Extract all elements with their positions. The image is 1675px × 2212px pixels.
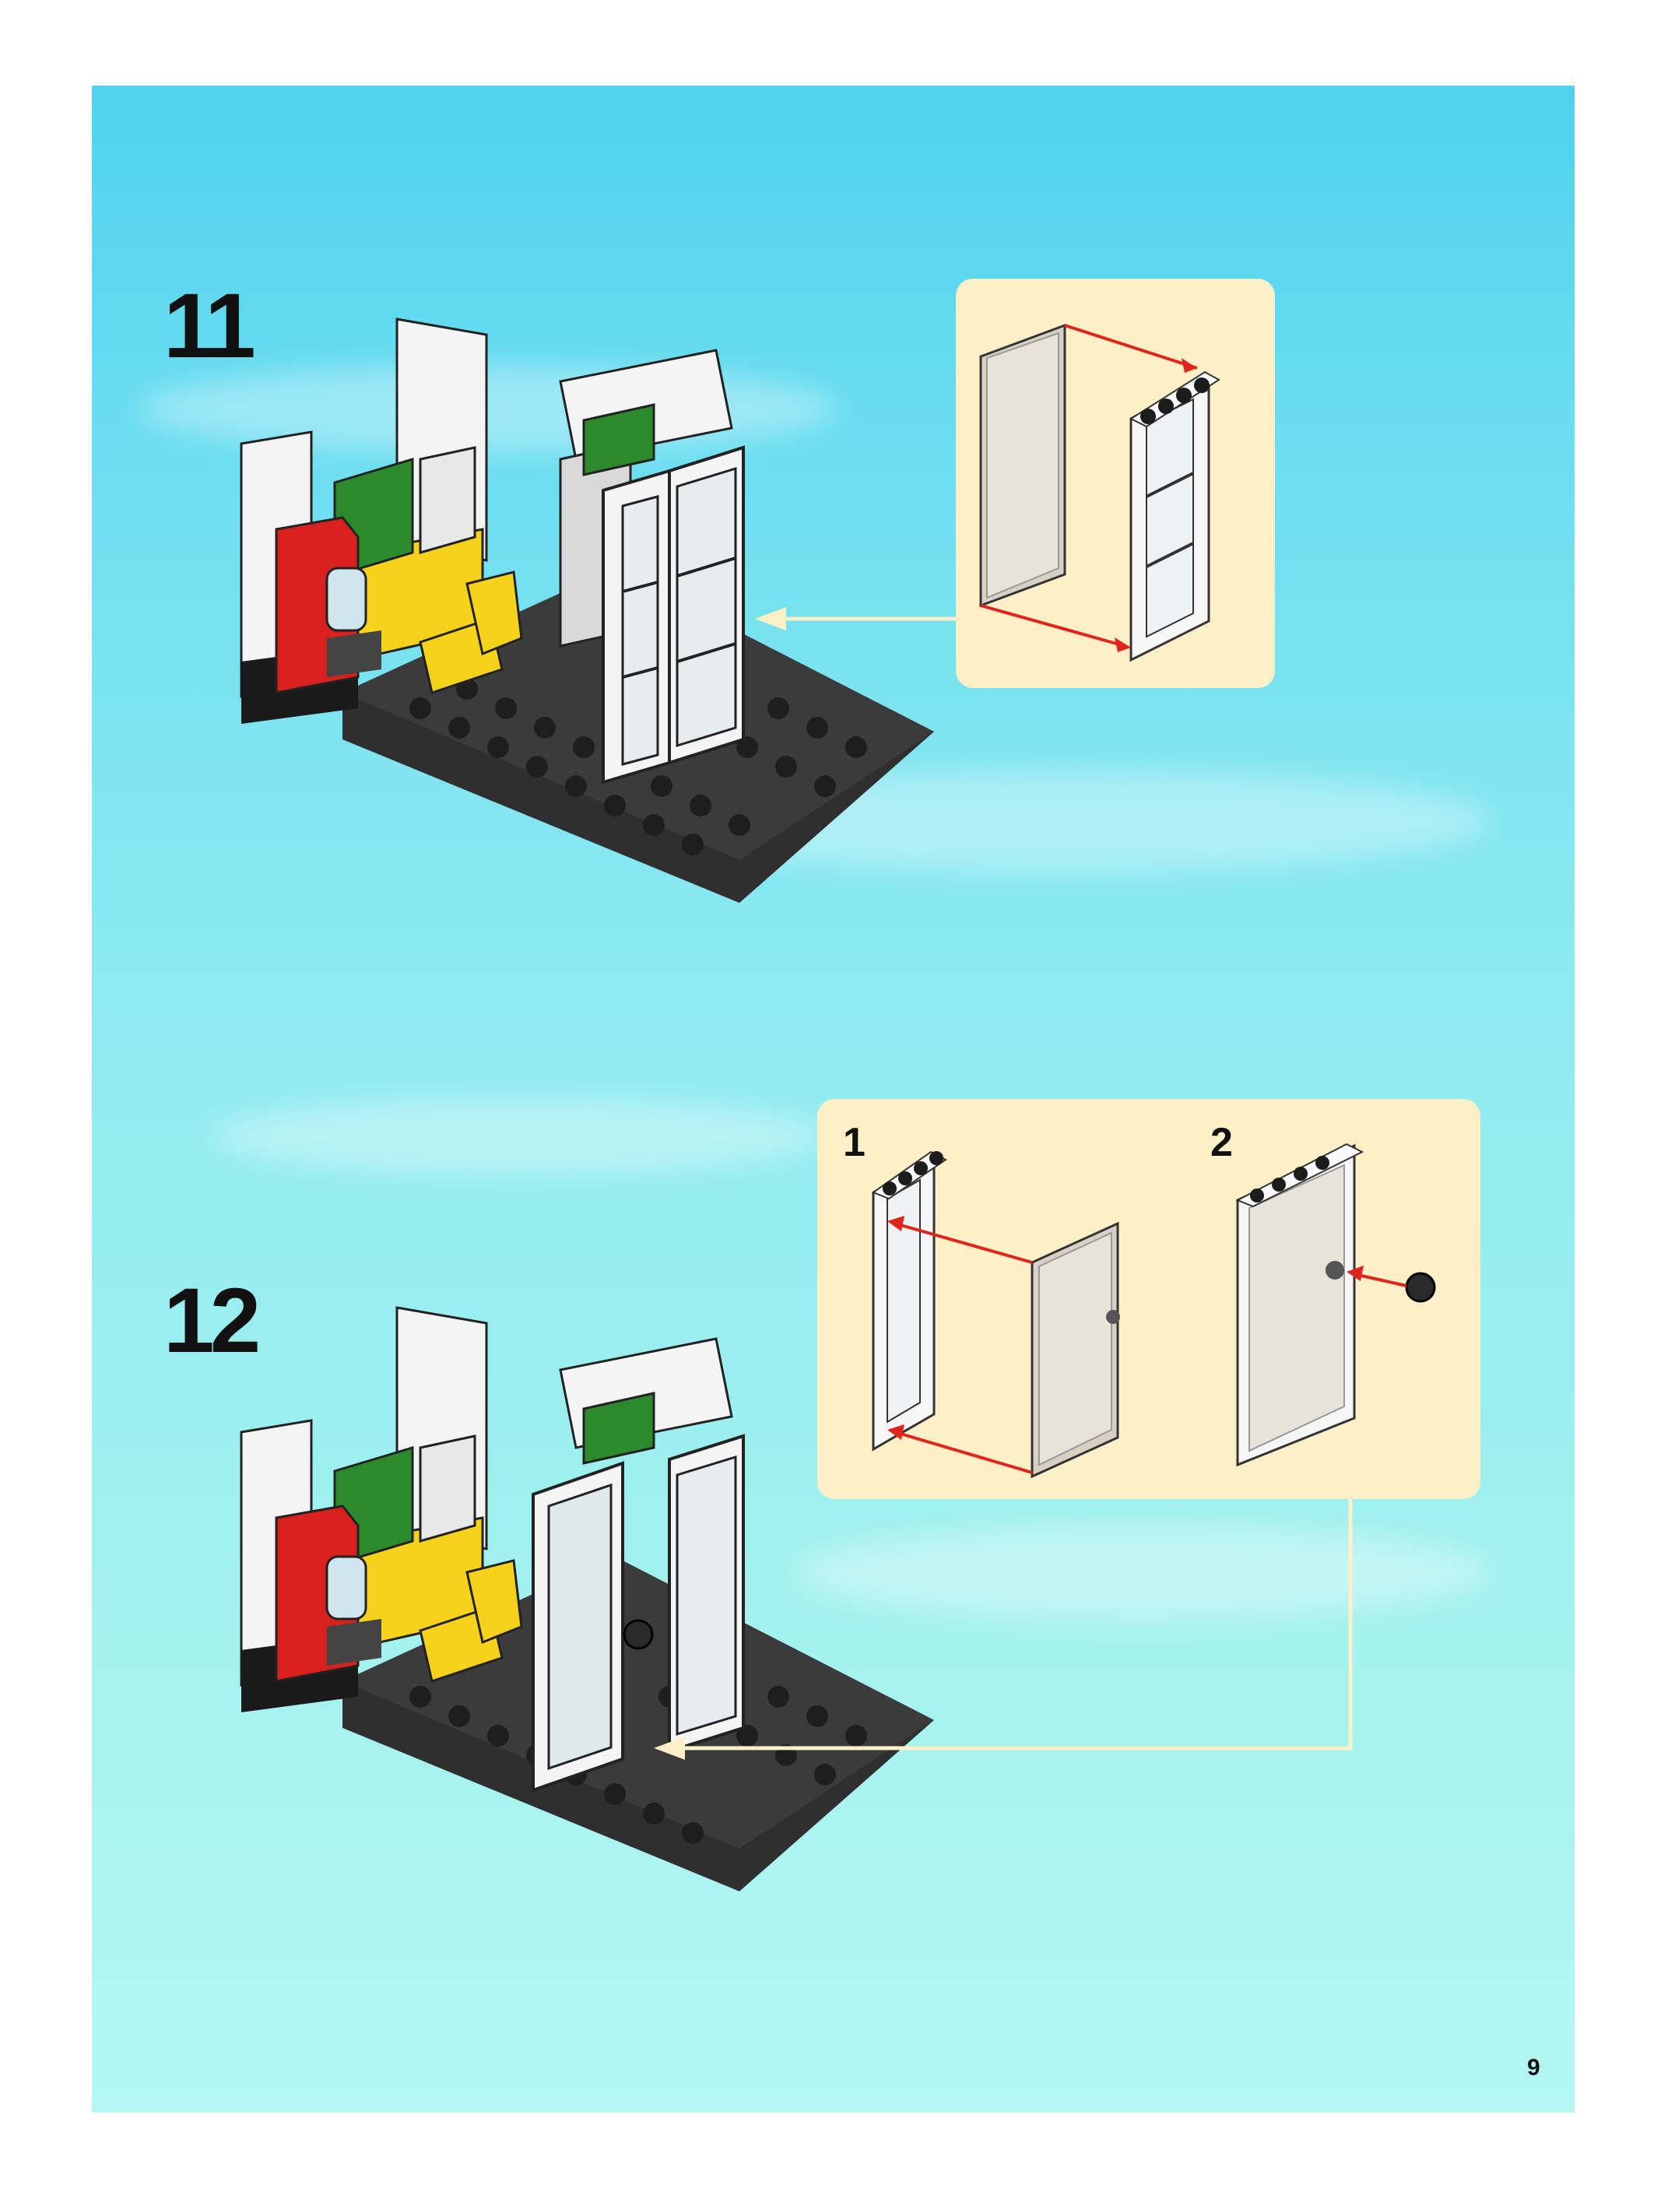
pointer-arrow-step-11 [739, 599, 965, 638]
pointer-arrow-step-12 [638, 1499, 1370, 1764]
door-knob-part [1406, 1273, 1434, 1301]
door-assembly-substep-2 [817, 1099, 1480, 1499]
page-number: 9 [1527, 2055, 1540, 2081]
window-frame-part [956, 279, 1275, 688]
